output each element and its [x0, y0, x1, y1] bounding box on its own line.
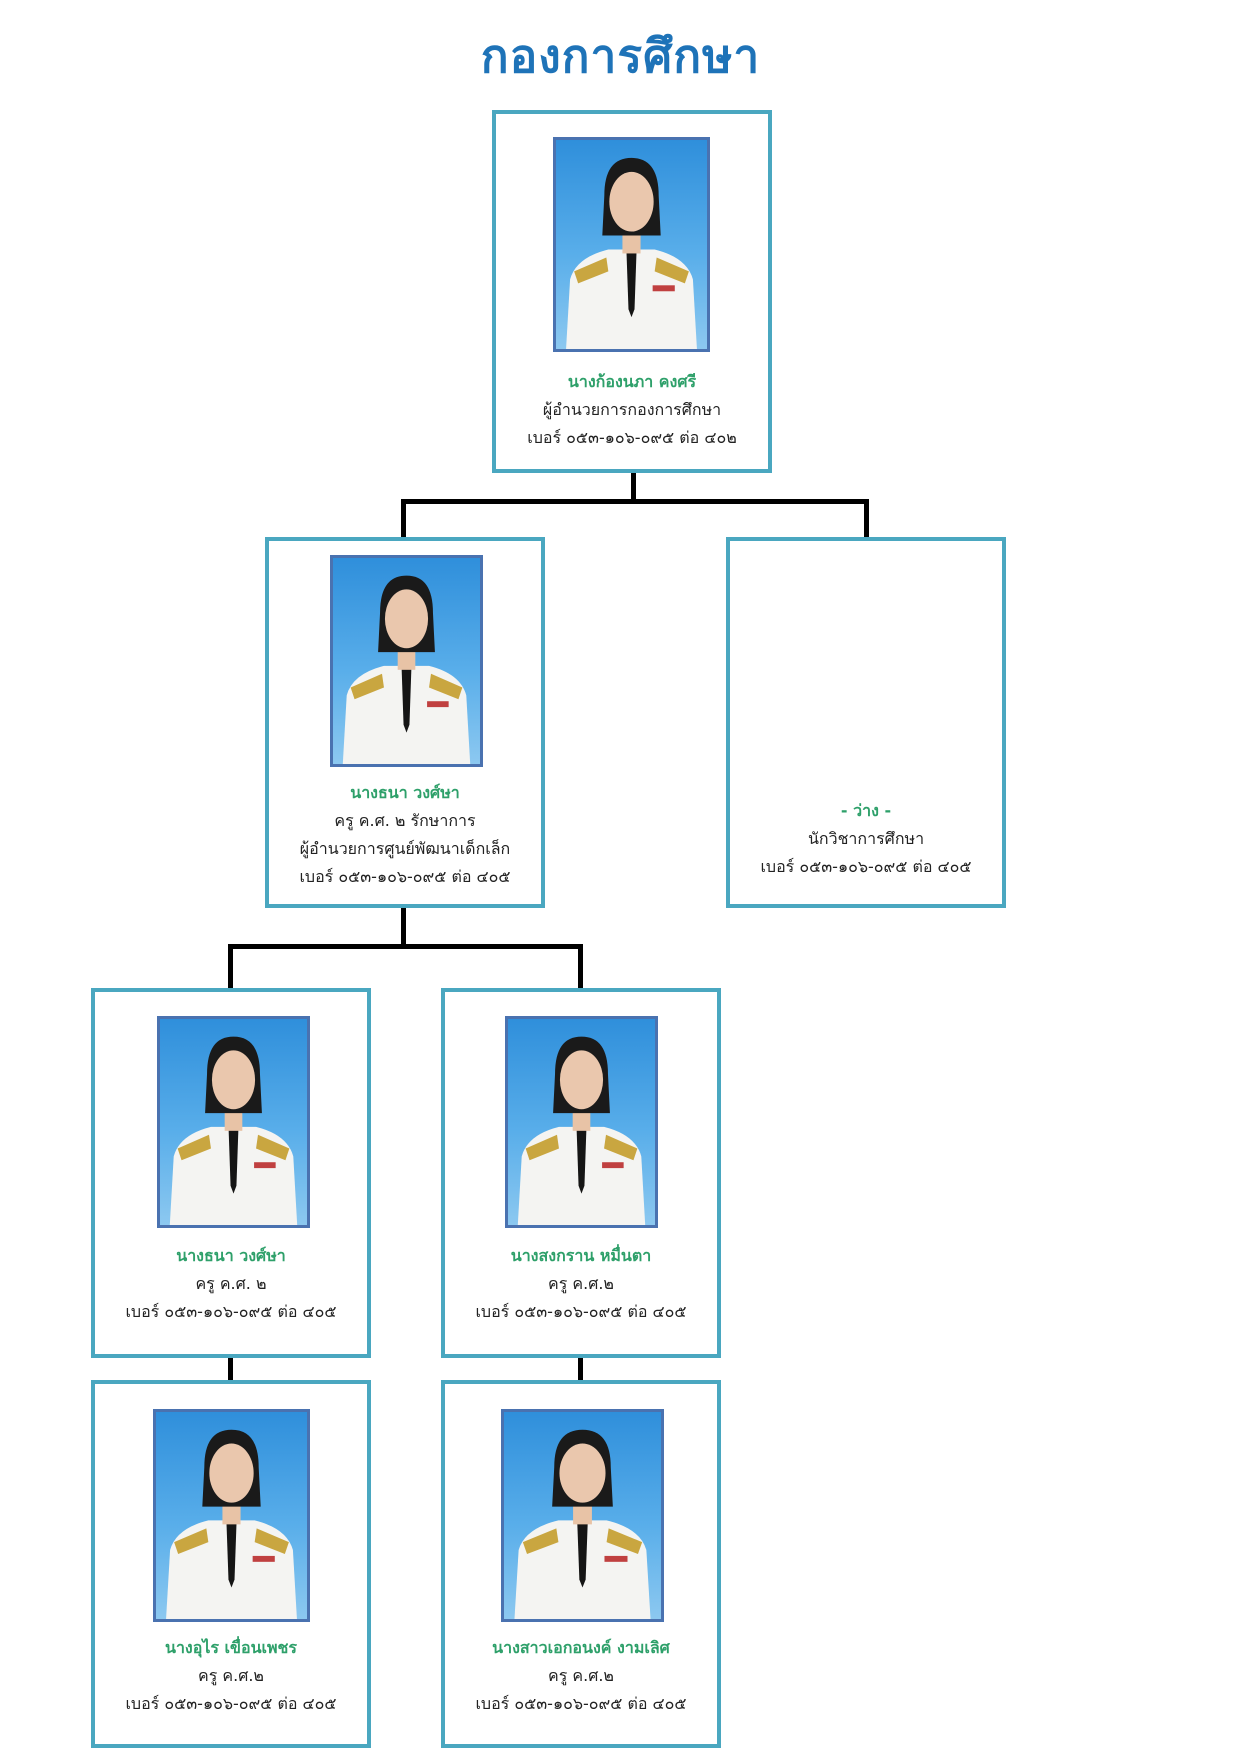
- position-line: ผู้อำนวยการกองการศึกษา: [542, 400, 722, 419]
- connector-line: [401, 907, 406, 947]
- position-line: เบอร์ ๐๕๓-๑๐๖-๐๙๕ ต่อ ๔๐๕: [475, 1694, 687, 1713]
- person-name: นางสงกราน หมื่นตา: [510, 1246, 652, 1265]
- org-card-childcenter: นางธนา วงศ์ษาครู ค.ศ. ๒ รักษาการผู้อำนวย…: [265, 537, 545, 908]
- position-line: ครู ค.ศ. ๒: [195, 1274, 267, 1293]
- connector-line: [401, 499, 869, 504]
- position-line: เบอร์ ๐๕๓-๑๐๖-๐๙๕ ต่อ ๔๐๒: [527, 428, 737, 447]
- portrait-photo: [553, 137, 710, 352]
- person-name: นางสาวเอกอนงค์ งามเลิศ: [492, 1638, 670, 1657]
- org-card-teacher2: นางสงกราน หมื่นตาครู ค.ศ.๒เบอร์ ๐๕๓-๑๐๖-…: [441, 988, 721, 1358]
- connector-line: [864, 499, 869, 537]
- position-line: ครู ค.ศ. ๒ รักษาการ: [334, 811, 476, 830]
- connector-line: [228, 944, 583, 949]
- position-line: เบอร์ ๐๕๓-๑๐๖-๐๙๕ ต่อ ๔๐๕: [475, 1302, 687, 1321]
- position-line: ผู้อำนวยการศูนย์พัฒนาเด็กเล็ก: [299, 839, 511, 858]
- org-card-teacher4: นางสาวเอกอนงค์ งามเลิศครู ค.ศ.๒เบอร์ ๐๕๓…: [441, 1380, 721, 1748]
- portrait-photo: [330, 555, 483, 767]
- position-line: เบอร์ ๐๕๓-๑๐๖-๐๙๕ ต่อ ๔๐๕: [125, 1302, 337, 1321]
- position-line: เบอร์ ๐๕๓-๑๐๖-๐๙๕ ต่อ ๔๐๕: [760, 857, 972, 876]
- person-name: นางก้องนภา คงศรี: [567, 372, 697, 391]
- portrait-photo: [501, 1409, 664, 1622]
- org-card-teacher1: นางธนา วงศ์ษาครู ค.ศ. ๒เบอร์ ๐๕๓-๑๐๖-๐๙๕…: [91, 988, 371, 1358]
- portrait-photo: [505, 1016, 658, 1228]
- connector-line: [401, 499, 406, 537]
- person-name: - ว่าง -: [840, 801, 892, 820]
- position-line: ครู ค.ศ.๒: [548, 1666, 614, 1685]
- connector-line: [228, 944, 233, 988]
- connector-line: [228, 1357, 233, 1381]
- portrait-photo: [153, 1409, 310, 1622]
- connector-line: [578, 944, 583, 988]
- portrait-photo: [157, 1016, 310, 1228]
- person-name: นางอุไร เขื่อนเพชร: [165, 1638, 297, 1657]
- connector-line: [631, 472, 636, 502]
- connector-line: [578, 1357, 583, 1381]
- person-name: นางธนา วงศ์ษา: [350, 783, 460, 802]
- org-card-director: นางก้องนภา คงศรีผู้อำนวยการกองการศึกษาเบ…: [492, 110, 772, 473]
- org-card-vacant: - ว่าง - นักวิชาการศึกษาเบอร์ ๐๕๓-๑๐๖-๐๙๕…: [726, 537, 1006, 908]
- position-line: ครู ค.ศ.๒: [198, 1666, 264, 1685]
- position-line: นักวิชาการศึกษา: [807, 829, 925, 848]
- position-line: เบอร์ ๐๕๓-๑๐๖-๐๙๕ ต่อ ๔๐๕: [125, 1694, 337, 1713]
- position-line: ครู ค.ศ.๒: [548, 1274, 614, 1293]
- person-name: นางธนา วงศ์ษา: [176, 1246, 286, 1265]
- position-line: เบอร์ ๐๕๓-๑๐๖-๐๙๕ ต่อ ๔๐๕: [299, 867, 511, 886]
- org-card-teacher3: นางอุไร เขื่อนเพชรครู ค.ศ.๒เบอร์ ๐๕๓-๑๐๖…: [91, 1380, 371, 1748]
- page-title: กองการศึกษา: [480, 29, 761, 83]
